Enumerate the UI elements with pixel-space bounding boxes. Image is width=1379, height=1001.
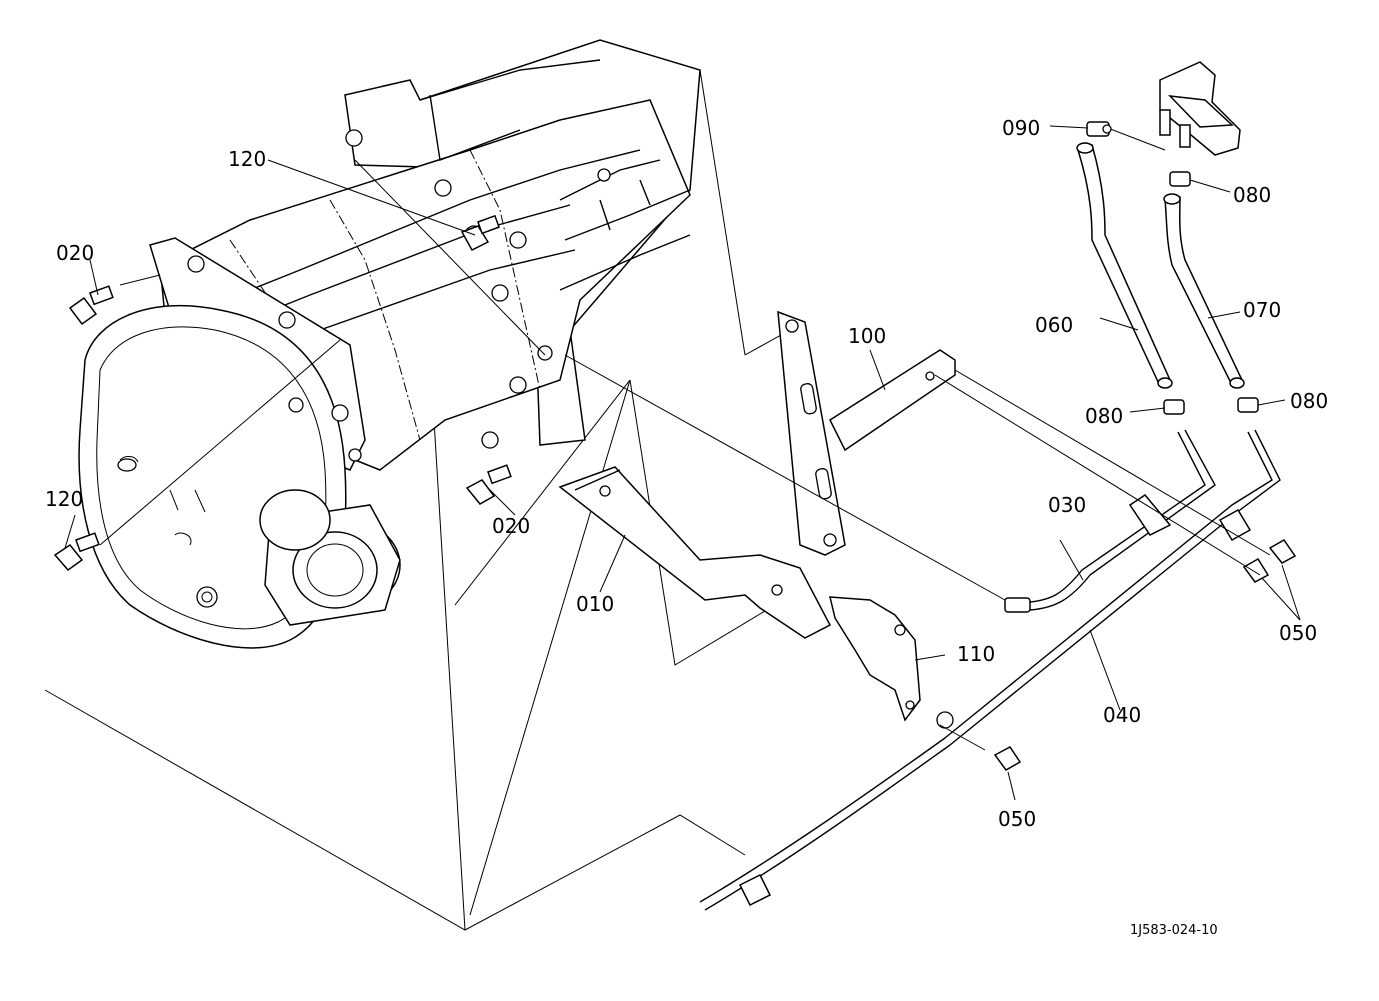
callout-050-right: 050 — [1279, 621, 1317, 645]
bolt-050-right — [1242, 539, 1297, 583]
callout-020-center: 020 — [492, 514, 530, 538]
bolt-020-center — [465, 464, 512, 505]
bracket-100 — [777, 310, 956, 556]
bolt-120-top — [460, 214, 500, 251]
callout-010: 010 — [576, 592, 614, 616]
callout-080-top: 080 — [1233, 183, 1271, 207]
callout-040: 040 — [1103, 703, 1141, 727]
clamp-080-mid — [1163, 399, 1185, 415]
callout-080-right: 080 — [1290, 389, 1328, 413]
pipe-030 — [1004, 429, 1216, 613]
bolt-020-left — [68, 285, 114, 326]
clamp-080-right — [1237, 397, 1259, 413]
pressure-sensor — [1099, 61, 1241, 156]
reference-code: 1J583-024-10 — [1130, 923, 1218, 938]
callout-030: 030 — [1048, 493, 1086, 517]
callout-070: 070 — [1243, 298, 1281, 322]
callout-020-left: 020 — [56, 241, 94, 265]
callout-090: 090 — [1002, 116, 1040, 140]
callout-100: 100 — [848, 324, 886, 348]
callout-120-left: 120 — [45, 487, 83, 511]
bracket-010 — [558, 466, 832, 639]
pipe-040 — [699, 429, 1281, 911]
callout-110: 110 — [957, 642, 995, 666]
leader-lines — [64, 125, 1301, 801]
callout-120-top: 120 — [228, 147, 266, 171]
clamp-090 — [1086, 121, 1112, 137]
callout-050-bottom: 050 — [998, 807, 1036, 831]
hose-070 — [1163, 193, 1245, 389]
callout-080-mid: 080 — [1085, 404, 1123, 428]
callout-labels: 120 020 120 020 010 100 110 030 040 050 … — [45, 116, 1328, 938]
hose-060 — [1076, 142, 1173, 389]
clamp-080-top — [1169, 171, 1191, 187]
dpf-muffler-assembly — [78, 39, 701, 649]
bracket-110 — [829, 596, 954, 729]
bolt-050-bottom — [939, 724, 1022, 771]
bolt-120-left — [53, 532, 100, 572]
callout-060: 060 — [1035, 313, 1073, 337]
